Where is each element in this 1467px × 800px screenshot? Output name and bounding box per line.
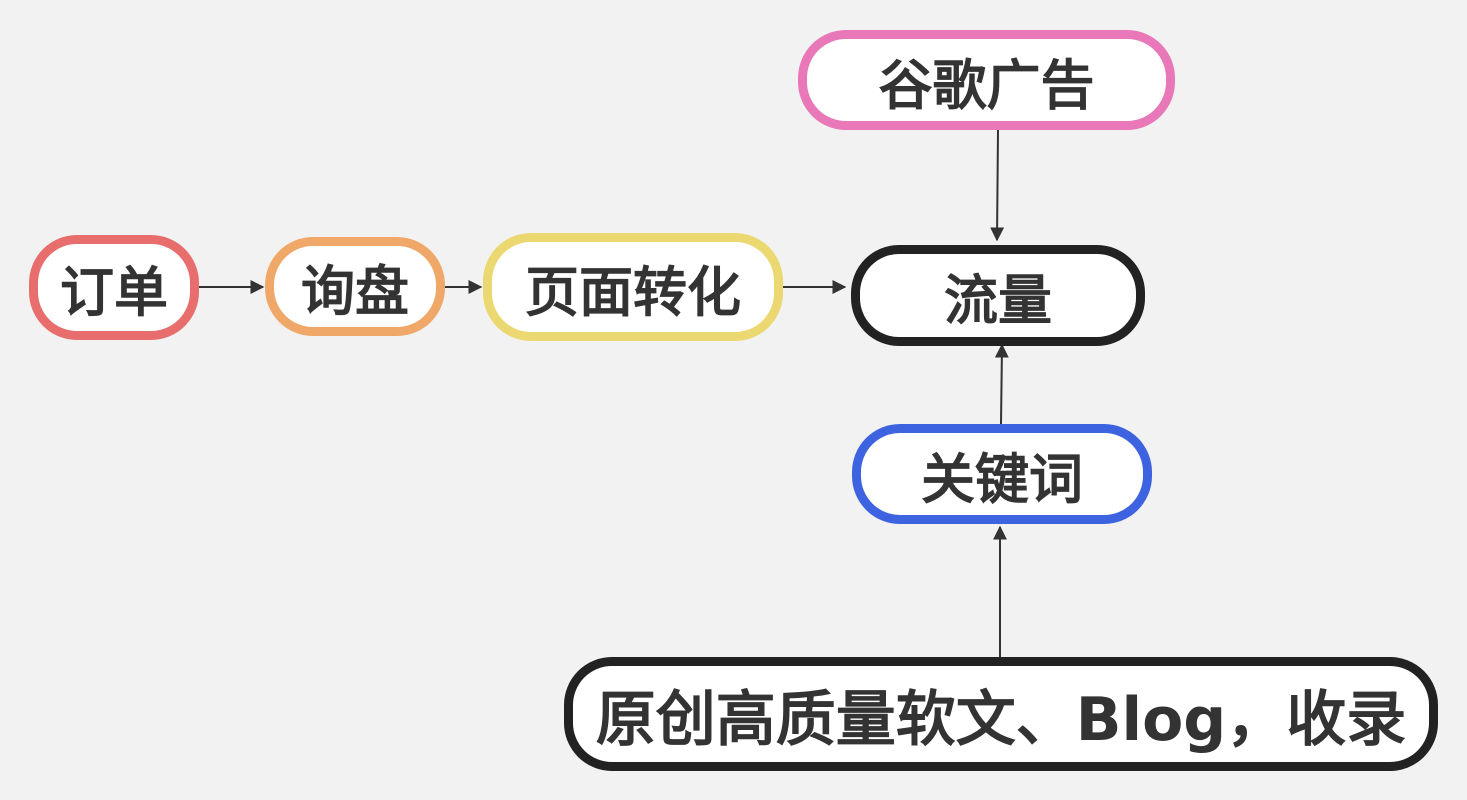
node-google-ads-label: 谷歌广告: [878, 53, 1095, 117]
node-page-conversion-label: 页面转化: [525, 260, 741, 324]
node-keywords: 关键词: [852, 424, 1152, 524]
edge-google-traffic: [990, 129, 1005, 242]
node-inquiry-label: 询盘: [301, 260, 409, 323]
node-inquiry: 询盘: [265, 237, 445, 336]
node-traffic: 流量: [851, 245, 1145, 346]
node-keywords-label: 关键词: [921, 447, 1083, 511]
edge-keyword-traffic: [994, 343, 1009, 425]
node-page-conversion: 页面转化: [483, 233, 783, 341]
node-order-label: 订单: [60, 261, 168, 324]
node-original-content: 原创高质量软文、Blog，收录: [564, 657, 1438, 771]
node-original-content-label: 原创高质量软文、Blog，收录: [595, 684, 1407, 755]
node-traffic-label: 流量: [944, 269, 1052, 332]
node-google-ads: 谷歌广告: [798, 30, 1175, 130]
node-order: 订单: [29, 235, 199, 340]
